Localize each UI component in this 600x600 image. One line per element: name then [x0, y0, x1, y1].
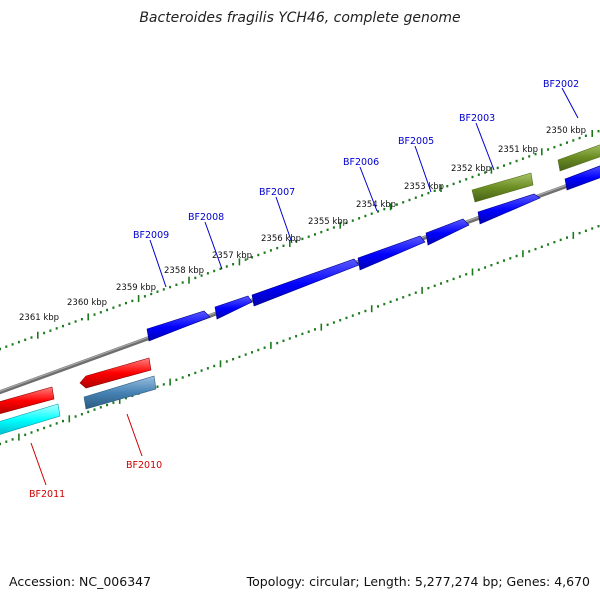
map-title: Bacteroides fragilis YCH46, complete gen… — [139, 10, 460, 26]
gene-bf2007-arrow[interactable] — [251, 258, 360, 307]
kbp-labels: 2350 kbp 2351 kbp 2352 kbp 2353 kbp 2354… — [19, 126, 586, 323]
callout-bf2007 — [275, 196, 293, 244]
kbp-label: 2358 kbp — [164, 266, 204, 276]
gene-label-bf2005[interactable]: BF2005 — [398, 136, 434, 147]
gene-olive-segment[interactable] — [471, 172, 534, 203]
kbp-label: 2354 kbp — [356, 200, 396, 210]
kbp-label: 2355 kbp — [308, 217, 348, 227]
kbp-ruler-upper — [0, 130, 600, 351]
gene-label-bf2011[interactable]: BF2011 — [29, 489, 65, 500]
callout-bf2003 — [475, 122, 495, 171]
callout-bf2010 — [126, 413, 143, 457]
kbp-label: 2357 kbp — [212, 251, 252, 261]
gene-bf2003-arrow[interactable] — [477, 193, 541, 225]
kbp-label: 2350 kbp — [546, 126, 586, 136]
gene-bf2009-arrow[interactable] — [146, 310, 211, 342]
gene-label-bf2009[interactable]: BF2009 — [133, 230, 169, 241]
reverse-strand-genes — [0, 357, 157, 436]
accession-text: Accession: NC_006347 — [9, 574, 151, 589]
gene-callout-lines — [30, 87, 579, 486]
kbp-label: 2361 kbp — [19, 313, 59, 323]
gene-bf2005-arrow[interactable] — [425, 218, 470, 246]
gene-bf2006-arrow[interactable] — [357, 235, 426, 271]
kbp-label: 2359 kbp — [116, 283, 156, 293]
gene-bf2010-arrow[interactable] — [79, 357, 152, 389]
callout-bf2008 — [204, 221, 223, 270]
gene-cyan-segment[interactable] — [0, 403, 61, 436]
gene-label-bf2003[interactable]: BF2003 — [459, 113, 495, 124]
gene-label-bf2006[interactable]: BF2006 — [343, 157, 379, 168]
kbp-label: 2353 kbp — [404, 182, 444, 192]
gene-bf2011-arrow[interactable] — [0, 386, 55, 415]
gene-bf2002-arrow[interactable] — [557, 143, 600, 172]
forward-strand-genes — [146, 143, 600, 342]
gene-label-bf2007[interactable]: BF2007 — [259, 187, 295, 198]
callout-bf2005 — [414, 145, 432, 193]
callout-bf2002 — [561, 87, 579, 119]
kbp-label: 2356 kbp — [261, 234, 301, 244]
kbp-label: 2351 kbp — [498, 145, 538, 155]
callout-bf2009 — [149, 239, 167, 288]
gene-bf2002-downstream-arrow[interactable] — [564, 164, 600, 191]
gene-label-bf2002[interactable]: BF2002 — [543, 79, 579, 90]
callout-bf2006 — [359, 166, 378, 212]
genome-summary-text: Topology: circular; Length: 5,277,274 bp… — [246, 574, 590, 589]
gene-label-bf2010[interactable]: BF2010 — [126, 460, 162, 471]
gene-label-bf2008[interactable]: BF2008 — [188, 212, 224, 223]
kbp-label: 2360 kbp — [67, 298, 107, 308]
kbp-ruler-lower — [0, 225, 600, 446]
gene-steelblue-segment[interactable] — [83, 375, 157, 410]
gene-bf2008-arrow[interactable] — [214, 295, 253, 320]
gene-labels: BF2002 BF2003 BF2005 BF2006 BF2007 BF200… — [29, 79, 579, 500]
callout-bf2011 — [30, 442, 47, 486]
kbp-label: 2352 kbp — [451, 164, 491, 174]
